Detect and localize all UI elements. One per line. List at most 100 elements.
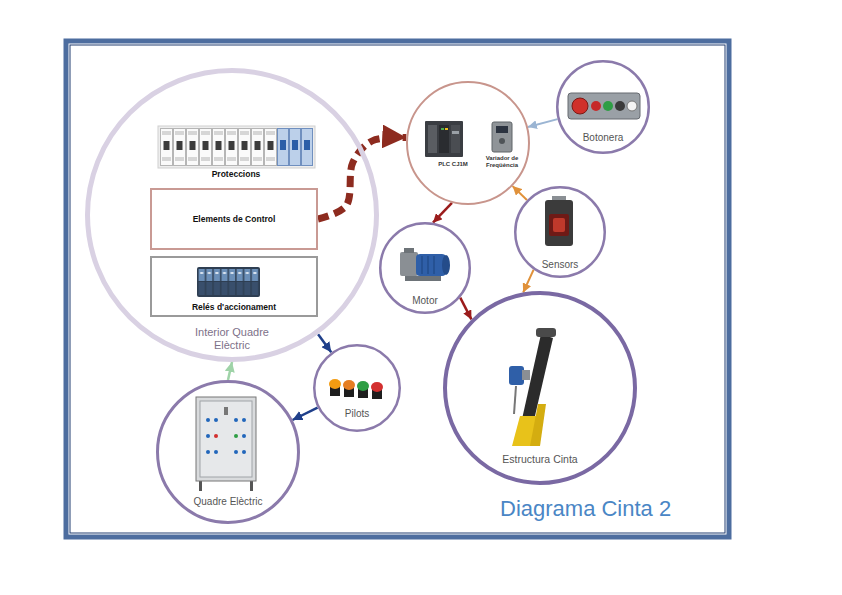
plc-unit	[425, 121, 463, 157]
connector-arrow	[528, 119, 558, 127]
plc-unit-part	[428, 125, 437, 153]
gear-motor-part	[405, 276, 441, 281]
connector-arrow	[513, 186, 527, 200]
photo-sensor-part	[553, 218, 565, 232]
plc-unit-part	[441, 128, 444, 130]
electrical-cabinet-part	[199, 480, 202, 491]
electrical-cabinet-part	[206, 450, 210, 454]
page-frame-part	[66, 41, 729, 537]
photo-sensor-part	[549, 214, 569, 236]
plc-unit-part	[425, 121, 463, 157]
circle-node: Botonera	[556, 60, 650, 154]
circle-border	[380, 223, 470, 313]
node-label: Sensors	[525, 259, 595, 271]
circle-node: Estructura Cinta	[443, 291, 637, 485]
electrical-cabinet	[196, 397, 256, 491]
electrical-cabinet-part	[214, 418, 218, 422]
push-button-panel-part	[591, 101, 601, 111]
gear-motor-part	[428, 256, 429, 274]
conveyor-structure	[509, 328, 556, 446]
node-label: Pilots	[322, 408, 392, 420]
pilot-lamps-part	[343, 380, 355, 390]
push-button-panel	[568, 93, 640, 119]
connector-arrow	[433, 203, 452, 223]
electrical-cabinet-part	[242, 434, 246, 438]
conveyor-structure-part	[536, 328, 556, 337]
circle-node: Interior Quadre Elèctric ProteccionsEleme…	[85, 68, 379, 362]
gear-motor-part	[404, 248, 414, 253]
gear-motor-part	[434, 256, 435, 274]
pilot-lamps-part	[371, 382, 383, 392]
node-label: Quadre Elèctric	[178, 496, 278, 508]
connector-arrow	[523, 270, 533, 293]
diagram-title: Diagrama Cinta 2	[500, 496, 671, 522]
conveyor-structure-part	[522, 370, 530, 380]
node-label: Botonera	[568, 132, 638, 144]
electrical-cabinet-part	[214, 434, 218, 438]
breaker-panel-part	[158, 126, 315, 168]
gear-motor	[400, 248, 450, 281]
frequency-drive-part	[496, 126, 508, 133]
plc-unit-part	[439, 125, 449, 153]
electrical-cabinet-part	[206, 434, 210, 438]
frequency-drive-part	[492, 122, 512, 152]
electrical-cabinet-part	[250, 480, 253, 491]
circle-border	[158, 382, 299, 523]
circle-node: Motor	[379, 222, 471, 314]
node-label: Estructura Cinta	[480, 453, 600, 466]
push-button-panel-part	[572, 98, 588, 114]
push-button-panel-part	[627, 101, 637, 111]
electrical-cabinet-part	[234, 450, 238, 454]
frequency-drive	[492, 122, 512, 152]
electrical-cabinet-part	[196, 397, 256, 481]
node-label: Interior Quadre Elèctric	[177, 326, 287, 352]
gear-motor-part	[422, 256, 423, 274]
push-button-panel-part	[603, 101, 613, 111]
electrical-cabinet-part	[214, 450, 218, 454]
pilot-lamps-part	[329, 379, 341, 389]
pilot-lamps-part	[357, 381, 369, 391]
push-button-panel-part	[568, 93, 640, 119]
node-label: Motor	[390, 295, 460, 307]
relay-block-part	[197, 267, 260, 297]
node-label: Relés d'accionament	[160, 302, 308, 312]
relay-block-part	[198, 268, 259, 296]
connector-arrow	[318, 334, 331, 352]
page-frame	[66, 41, 729, 537]
electrical-cabinet-part	[242, 418, 246, 422]
electrical-cabinet-part	[200, 401, 252, 477]
node-label: Variador de Freqüència	[480, 155, 524, 169]
gear-motor-part	[416, 254, 446, 276]
electrical-cabinet-part	[224, 407, 228, 415]
conveyor-structure-part	[509, 366, 524, 385]
box-node: Elements de Control	[150, 188, 318, 250]
circle-node: Quadre Elèctric	[156, 380, 300, 524]
electrical-cabinet-part	[206, 418, 210, 422]
gear-motor-part	[442, 255, 450, 275]
circle-node: Pilots	[313, 344, 401, 432]
circle-outline	[406, 81, 530, 205]
electrical-cabinet-part	[234, 418, 238, 422]
breaker-panel-part	[277, 128, 313, 166]
plc-unit-part	[452, 131, 459, 134]
circle-border	[407, 82, 529, 204]
breaker-panel-part	[160, 128, 277, 166]
circle-node: PLC CJ1MVariador de Freqüència	[406, 81, 530, 205]
node-label: Elements de Control	[160, 214, 308, 224]
plc-unit-part	[445, 128, 448, 130]
relay-block	[197, 267, 260, 297]
circle-node: Sensors	[514, 186, 606, 278]
photo-sensor	[545, 196, 573, 246]
conveyor-structure-part	[514, 386, 516, 414]
electrical-cabinet-part	[234, 434, 238, 438]
pilot-lamps	[329, 379, 383, 399]
circle-border	[557, 61, 649, 153]
box-node: Proteccions	[153, 122, 319, 184]
plc-unit-part	[451, 125, 460, 153]
box-node: Relés d'accionament	[150, 256, 318, 317]
circle-border	[515, 187, 605, 277]
push-button-panel-part	[615, 101, 625, 111]
conveyor-structure-part	[530, 404, 546, 446]
